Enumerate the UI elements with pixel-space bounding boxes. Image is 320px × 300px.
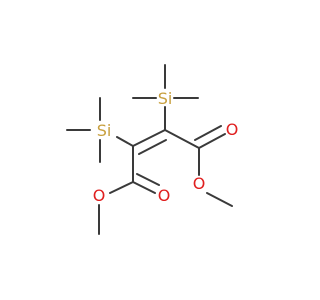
atom-o-lower-ester: O (93, 186, 106, 205)
bond-c1-si-lower (116, 136, 134, 147)
atom-si-lower: Si (97, 121, 112, 140)
bond-c-o-left-carbonyl (132, 181, 156, 194)
bond-lines (66, 64, 233, 235)
bond-c-o-right-carbonyl (198, 133, 226, 149)
bond-c1-c2-double (138, 139, 167, 155)
molecule-diagram: Si Si O O O O (66, 64, 239, 235)
bond-c-o-left-carbonyl-double (136, 173, 160, 186)
atom-o-lower-carbonyl: O (158, 186, 171, 205)
bond-o-methyl-right (206, 192, 233, 207)
atom-o-upper-ester: O (193, 174, 206, 193)
bond-c-o-right-carbonyl-double (194, 125, 222, 141)
bond-c2-c-ester-right (164, 129, 200, 149)
atom-si-upper: Si (158, 89, 173, 108)
bond-c-o-left-ester (109, 181, 134, 194)
bond-c1-c2 (132, 129, 166, 147)
atom-o-upper-carbonyl: O (226, 120, 239, 139)
